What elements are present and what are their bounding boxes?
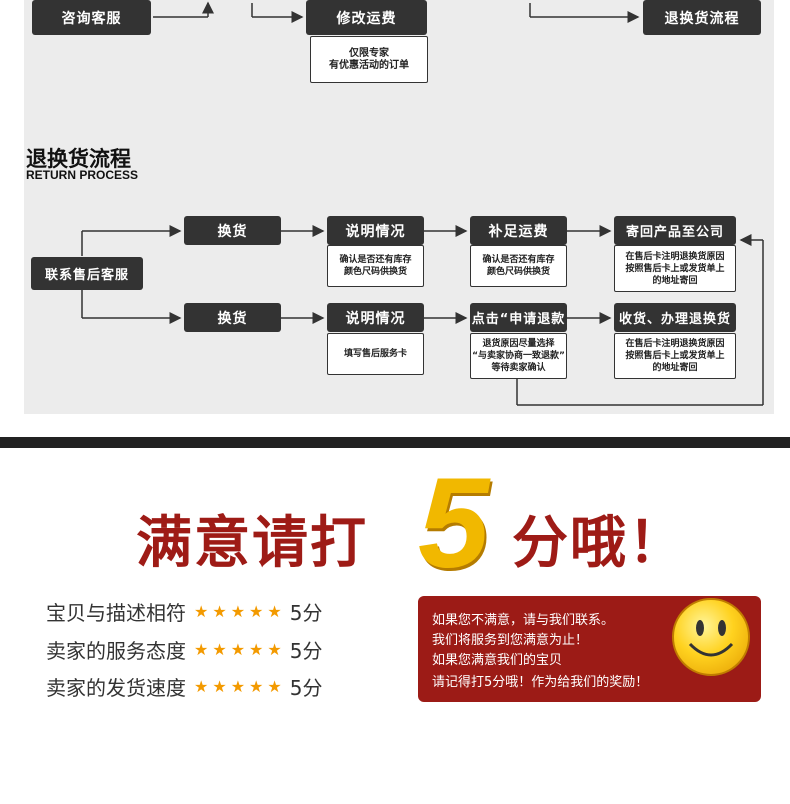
banner-five: 5 xyxy=(418,452,490,595)
smiley-icon xyxy=(672,598,750,676)
rating-row: 卖家的服务态度 ★★★★★ 5分 xyxy=(46,636,323,663)
message-line: 我们将服务到您满意为止！ xyxy=(432,633,589,648)
rating-row: 宝贝与描述相符 ★★★★★ 5分 xyxy=(46,598,323,625)
row2-explain-note: 填写售后服务卡 xyxy=(327,333,424,375)
message-line: 请记得打5分哦！作为给我们的奖励！ xyxy=(432,675,649,690)
row2-receive-note: 在售后卡注明退换货原因 按照售后卡上或发货单上 的地址寄回 xyxy=(614,333,736,379)
section-subtitle: RETURN PROCESS xyxy=(26,168,139,182)
modify-shipping-box: 修改运费 xyxy=(306,0,427,35)
rating-score: 5分 xyxy=(289,600,323,625)
row2-apply-refund-note: 退货原因尽量选择 “与卖家协商一致退款” 等待卖家确认 xyxy=(470,333,567,379)
banner-right-text: 分哦！ xyxy=(512,510,686,576)
row1-send-back-box: 寄回产品至公司 xyxy=(614,216,736,245)
row1-send-back-note: 在售后卡注明退换货原因 按照售后卡上或发货单上 的地址寄回 xyxy=(614,245,736,292)
consult-service-box: 咨询客服 xyxy=(32,0,151,35)
rating-score: 5分 xyxy=(289,638,323,663)
star-icon: ★★★★★ xyxy=(194,676,286,696)
row2-receive-box: 收货、办理退换货 xyxy=(614,303,736,332)
rating-label: 卖家的服务态度 xyxy=(46,638,186,663)
section-divider xyxy=(0,437,790,448)
row2-apply-refund-box: 点击“申请退款 xyxy=(470,303,567,332)
contact-after-sales-box: 联系售后客服 xyxy=(31,257,143,290)
return-flow-box: 退换货流程 xyxy=(643,0,761,35)
row1-shipping-box: 补足运费 xyxy=(470,216,567,245)
row1-shipping-note: 确认是否还有库存 颜色尺码供换货 xyxy=(470,245,567,287)
row1-explain-note: 确认是否还有库存 颜色尺码供换货 xyxy=(327,245,424,287)
star-icon: ★★★★★ xyxy=(194,601,286,621)
flow-connectors xyxy=(81,1,764,406)
star-icon: ★★★★★ xyxy=(194,639,286,659)
row1-explain-box: 说明情况 xyxy=(327,216,424,245)
section-title: 退换货流程 xyxy=(26,147,131,171)
row1-exchange-box: 换货 xyxy=(184,216,281,245)
rating-score: 5分 xyxy=(289,675,323,700)
banner-left-text: 满意请打 xyxy=(136,510,368,576)
rating-label: 宝贝与描述相符 xyxy=(46,600,186,625)
rating-row: 卖家的发货速度 ★★★★★ 5分 xyxy=(46,673,323,700)
rating-label: 卖家的发货速度 xyxy=(46,675,186,700)
message-line: 如果您满意我们的宝贝 xyxy=(432,653,563,668)
modify-shipping-note: 仅限专家 有优惠活动的订单 xyxy=(310,36,428,83)
row2-exchange-box: 换货 xyxy=(184,303,281,332)
message-line: 如果您不满意，请与我们联系。 xyxy=(432,613,615,628)
row2-explain-box: 说明情况 xyxy=(327,303,424,332)
